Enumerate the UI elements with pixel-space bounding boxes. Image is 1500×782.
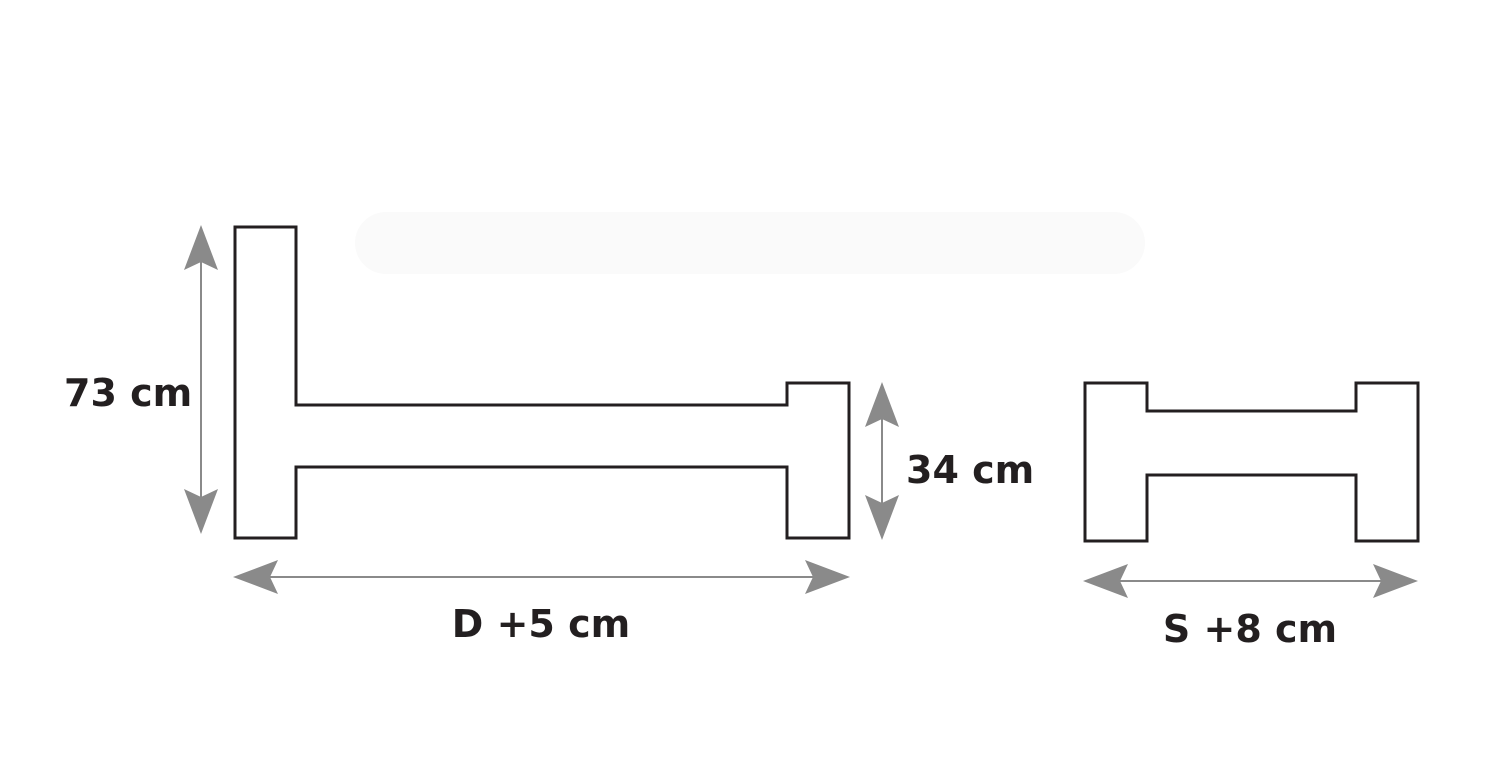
length-label: D +5 cm bbox=[452, 602, 630, 646]
width-arrow bbox=[1083, 564, 1418, 598]
width-label: S +8 cm bbox=[1163, 607, 1337, 651]
end-view-outline bbox=[1083, 381, 1420, 543]
length-arrow bbox=[233, 560, 850, 594]
height-side-arrow bbox=[865, 382, 899, 540]
background-band bbox=[355, 212, 1145, 274]
height-total-arrow bbox=[184, 225, 218, 534]
side-view-outline bbox=[233, 225, 851, 540]
height-side-label: 34 cm bbox=[906, 448, 1034, 492]
height-total-label: 73 cm bbox=[64, 371, 192, 415]
